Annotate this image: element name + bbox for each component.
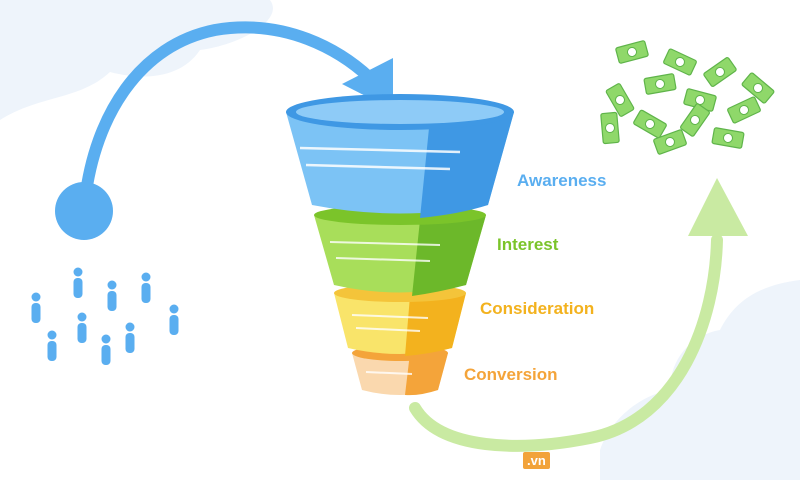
outflow-arrow-head	[688, 178, 748, 236]
banknote-icon	[663, 48, 697, 76]
banknote-icon	[703, 57, 737, 87]
stage-label-conversion: Conversion	[464, 365, 558, 384]
right-cloud-blob	[600, 280, 800, 480]
inflow-origin-dot	[55, 182, 113, 240]
money-group	[600, 40, 775, 155]
banknote-icon	[643, 73, 677, 95]
funnel-stage-interest	[314, 205, 486, 296]
banknote-icon	[741, 72, 775, 104]
banknote-icon	[711, 127, 745, 149]
outflow-arrow	[409, 178, 748, 452]
person-icon	[125, 322, 135, 353]
banknote-icon	[615, 40, 649, 64]
banknote-icon	[600, 111, 620, 145]
outflow-arrow-path	[409, 234, 723, 452]
stage-label-interest: Interest	[497, 235, 559, 254]
person-icon	[31, 292, 41, 323]
person-icon	[101, 334, 111, 365]
person-icon	[169, 304, 179, 335]
funnel-stage-awareness	[286, 94, 514, 218]
inflow-arrow-path	[79, 21, 376, 206]
banknote-icon	[653, 129, 687, 155]
person-icon	[107, 280, 117, 311]
person-icon	[77, 312, 87, 343]
funnel	[286, 94, 514, 396]
watermark-badge: .vn	[523, 452, 550, 469]
left-cloud-blob	[0, 0, 273, 120]
person-icon	[73, 267, 83, 298]
funnel-stage-consideration	[334, 284, 466, 356]
stage-label-awareness: Awareness	[517, 171, 607, 190]
banknote-icon	[633, 109, 667, 139]
people-group	[31, 267, 179, 365]
banknote-icon	[605, 83, 635, 117]
banknote-icon	[680, 103, 710, 137]
person-icon	[141, 272, 151, 303]
stage-label-consideration: Consideration	[480, 299, 595, 318]
person-icon	[47, 330, 57, 361]
banknote-icon	[727, 96, 761, 124]
